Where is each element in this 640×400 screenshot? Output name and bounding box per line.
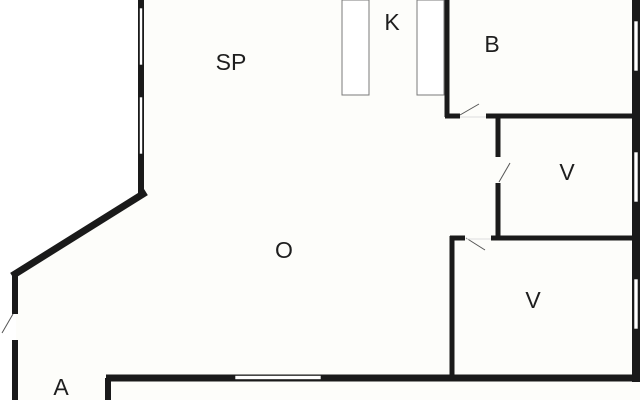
window-right-2 [633,151,639,203]
window-right-3 [633,278,639,330]
window-right-1 [633,20,639,72]
floor-area [16,0,640,400]
room-label-v-lower: V [525,287,541,313]
bedroom2-door-swing [465,237,486,251]
room-label-o: O [275,237,293,263]
room-label-b: B [484,31,499,57]
window-left-1 [139,7,143,66]
bedroom1-door-swing [498,162,511,183]
room-label-a: A [53,374,69,400]
wall-diagonal [10,189,148,279]
room-label-k: K [384,9,400,35]
entrance-door-swing [1,313,14,334]
room-label-v-upper: V [559,159,575,185]
window-bottom [234,375,322,380]
floor-area-entry [16,370,108,400]
bathroom-door-swing [459,103,480,116]
kitchen-counter-left [341,0,370,96]
window-left-2 [139,96,143,155]
kitchen-counter-right [416,0,445,96]
room-label-sp: SP [216,49,247,75]
